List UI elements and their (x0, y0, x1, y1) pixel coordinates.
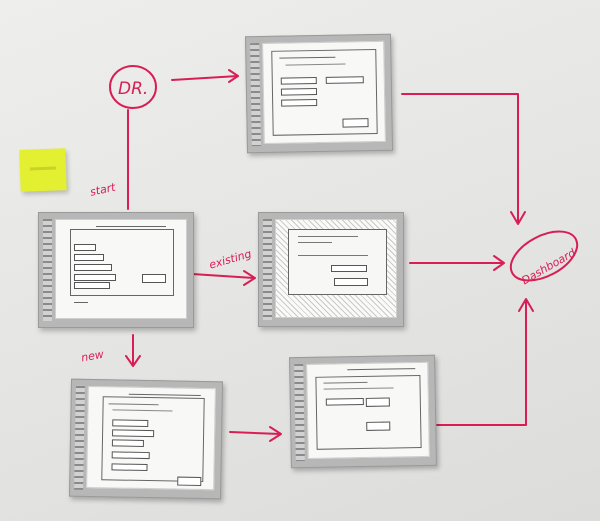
dashboard-ellipse (509, 230, 579, 282)
start-label: start (89, 181, 117, 199)
sticky-note (19, 148, 67, 192)
arrow-login-to-existing (191, 273, 255, 279)
arrow-provider-to-dashboard (401, 93, 519, 223)
arrow-final-to-dashboard (434, 299, 527, 426)
sketch-card-login (38, 212, 194, 328)
sketch-card-new-setup (68, 378, 224, 500)
arrow-new-to-final (229, 431, 281, 435)
existing-label: existing (208, 247, 253, 271)
dr-circle (109, 65, 157, 109)
new-label: new (80, 348, 105, 365)
dr-label: DR. (118, 79, 148, 99)
arrow-dr-to-provider (171, 75, 239, 81)
sketch-card-provider-portal (244, 33, 394, 154)
sketch-card-final-setup (289, 354, 437, 469)
dashboard-label: Dashboard (519, 246, 578, 288)
sketch-card-existing (258, 212, 404, 327)
